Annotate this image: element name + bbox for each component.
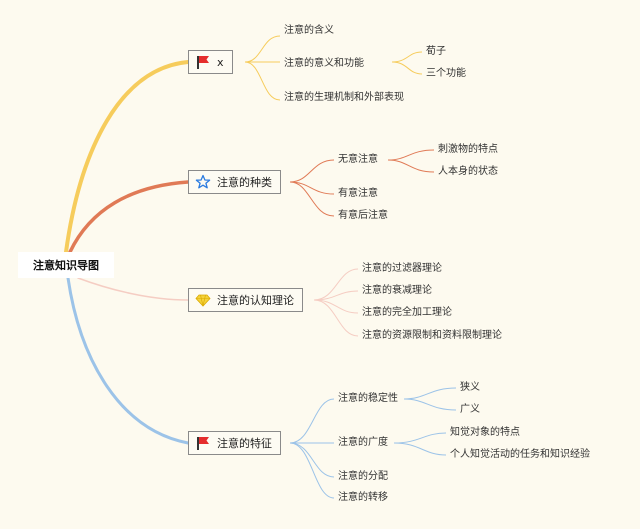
root-label: 注意知识导图 — [33, 259, 99, 272]
node-2-3[interactable]: 有意后注意 — [338, 210, 388, 221]
node-2-1-1[interactable]: 刺激物的特点 — [438, 144, 498, 155]
node-1-1[interactable]: 注意的含义 — [284, 25, 334, 36]
red-flag-icon — [195, 54, 211, 70]
node-4-2[interactable]: 注意的广度 — [338, 437, 388, 448]
diamond-icon — [195, 292, 211, 308]
node-3-3[interactable]: 注意的完全加工理论 — [362, 307, 452, 318]
star-icon — [195, 174, 211, 190]
connector-root-to-branch-1 — [64, 60, 190, 254]
node-4-4[interactable]: 注意的转移 — [338, 492, 388, 503]
node-3-2[interactable]: 注意的衰减理论 — [362, 285, 432, 296]
node-1-2-2[interactable]: 三个功能 — [426, 68, 466, 79]
branch-node-3[interactable]: 注意的认知理论 — [188, 288, 303, 312]
red-flag-icon — [195, 435, 211, 451]
branch-label-3: 注意的认知理论 — [217, 294, 294, 307]
node-4-2-2[interactable]: 个人知觉活动的任务和知识经验 — [450, 449, 590, 460]
node-4-1-1[interactable]: 狭义 — [460, 382, 480, 393]
node-1-3[interactable]: 注意的生理机制和外部表现 — [284, 92, 404, 103]
connector-root-to-branch-4 — [66, 276, 190, 445]
node-4-1-2[interactable]: 广义 — [460, 404, 480, 415]
node-4-1[interactable]: 注意的稳定性 — [338, 393, 398, 404]
node-1-2-1[interactable]: 荀子 — [426, 46, 446, 57]
node-4-2-1[interactable]: 知觉对象的特点 — [450, 427, 520, 438]
branch-node-4[interactable]: 注意的特征 — [188, 431, 281, 455]
branch-label-2: 注意的种类 — [217, 176, 272, 189]
node-4-3[interactable]: 注意的分配 — [338, 471, 388, 482]
node-2-1-2[interactable]: 人本身的状态 — [438, 166, 498, 177]
branch-label-4: 注意的特征 — [217, 437, 272, 450]
branch-label-1: x — [217, 55, 224, 69]
node-3-1[interactable]: 注意的过滤器理论 — [362, 263, 442, 274]
root-node[interactable]: 注意知识导图 — [18, 252, 114, 278]
branch-node-1[interactable]: x — [188, 50, 233, 74]
connector-root-to-branch-2 — [68, 180, 190, 254]
node-2-1[interactable]: 无意注意 — [338, 154, 378, 165]
node-3-4[interactable]: 注意的资源限制和资料限制理论 — [362, 330, 502, 341]
node-2-2[interactable]: 有意注意 — [338, 188, 378, 199]
branch-node-2[interactable]: 注意的种类 — [188, 170, 281, 194]
connector-root-to-branch-3 — [77, 277, 189, 301]
node-1-2[interactable]: 注意的意义和功能 — [284, 58, 364, 69]
